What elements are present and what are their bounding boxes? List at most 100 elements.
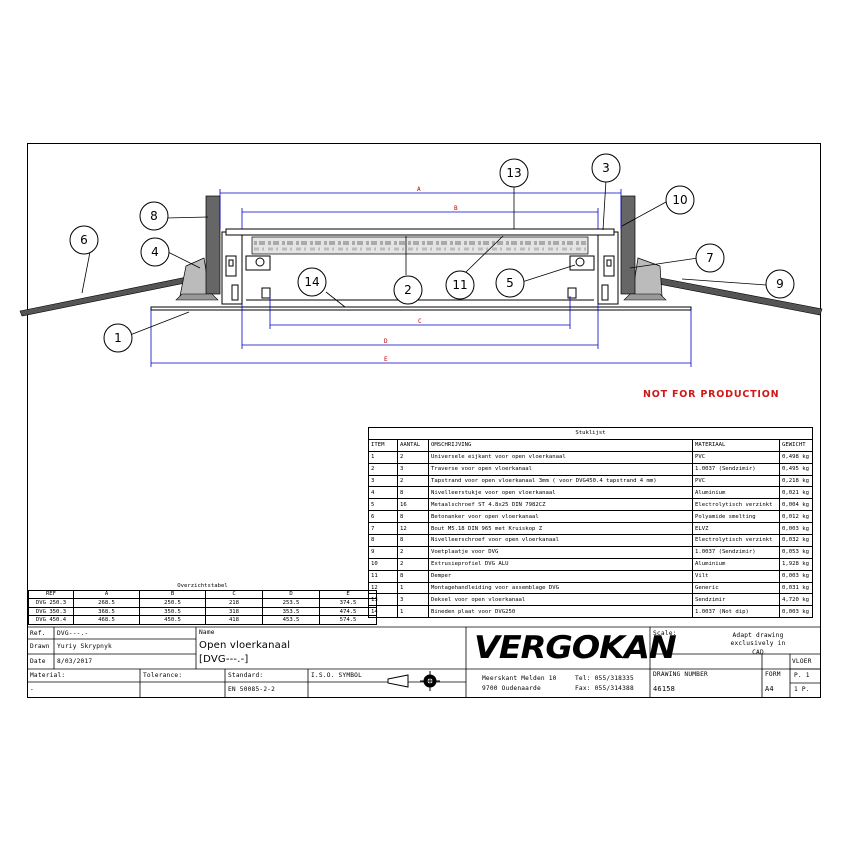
overview-cell: 453.5 [262,615,320,625]
bom-cell: PVC [692,450,780,464]
drawn-label: Drawn [30,643,50,650]
callout-10 [665,185,695,215]
bom-cell: 8 [397,510,429,524]
standard-label: Standard: [228,672,264,679]
post-left [205,195,221,295]
overview-cell: DVG 350.3 [28,606,74,617]
overview-header: REF A B C D E [28,589,377,600]
svg-text:3: 3 [602,161,610,175]
bom-cell: Tapstrand voor open vloerkanaal 3mm ( vo… [428,474,693,488]
scale-label: Scale: [653,630,677,637]
overview-cell: 368.5 [73,606,140,617]
bom-cell: Aluminium [692,557,780,571]
bom-cell: Generic [692,581,780,595]
callout-13 [499,158,529,188]
bom-cell: Extrusieprofiel DVG ALU [428,557,693,571]
dim-b: B [454,205,458,212]
overview-cell: 468.5 [73,615,140,625]
bom-cell: 1,928 kg [779,557,813,571]
bom-cell: 0,498 kg [779,450,813,464]
svg-text:9: 9 [776,277,784,291]
bom-cell: 3 [397,593,429,607]
bom-cell: Traverse voor open vloerkanaal [428,462,693,476]
bom-cell: 10 [368,557,398,571]
bom-cell: Electrolytisch verzinkt [692,498,780,512]
bom-cell: 12 [397,522,429,536]
foot-left [175,293,219,301]
bom-cell: Montagehandleiding voor assemblage DVG [428,581,693,595]
bom-cell: Aluminium [692,486,780,500]
bom-header: ITEM AANTAL OMSCHRIJVING MATERIAAL GEWIC… [368,438,813,452]
bom-cell: Universele eijkant voor open vloerkanaal [428,450,693,464]
bom-cell: 1 [368,450,398,464]
bom-cell: 8 [397,486,429,500]
bom-cell: 0,031 kg [779,581,813,595]
drawing-number-label: DRAWING NUMBER [653,671,708,678]
bom-cell: Nivelleerschroef voor open vloerkanaal [428,534,693,547]
page-number: P. 1 [794,672,810,679]
fax: Fax: 055/314388 [575,685,634,692]
bom-cell: 7 [368,522,398,536]
dim-d: D [384,338,388,345]
ref-value: DVG---.- [57,630,89,637]
dim-c: C [418,318,422,325]
bom-cell: 3 [368,474,398,488]
bom-cell: ELVZ [692,522,780,536]
svg-text:11: 11 [452,278,467,292]
bom-cell: 0,003 kg [779,522,813,536]
bom-cell: 2 [397,474,429,488]
bom-cell: Sendzimir [692,593,780,607]
drawing-name: Open vloerkanaal [199,640,291,651]
folder-label: VLOER [792,658,812,665]
svg-text:10: 10 [672,193,687,207]
address-line-2: 9700 Oudenaarde [482,685,541,692]
bom-title: Stuklijst [368,427,813,440]
bom-cell: 2 [397,450,429,464]
bom-cell: Vilt [692,569,780,583]
callout-1 [103,323,133,353]
iso-symbol-label: I.S.O. SYMBOL [311,672,363,679]
bom-cell: 0,003 kg [779,605,813,619]
bom-cell: 16 [397,498,429,512]
bom-cell: 1 [397,581,429,595]
overview-title: Overzichtstabel [28,582,377,591]
overview-cell: 318 [205,606,263,617]
telephone: Tel: 055/318335 [575,675,634,682]
iso-projection-symbol [387,671,440,691]
bom-cell: Demper [428,569,693,583]
bom-cell: 1.0037 (Sendzimir) [692,462,780,476]
bom-cell: 0,495 kg [779,462,813,476]
bom-cell: 0,004 kg [779,498,813,512]
bom-cell: 0,053 kg [779,545,813,559]
wedge-left [179,257,211,297]
bom-cell: Electrolytisch verzinkt [692,534,780,547]
overview-cell: 474.5 [319,606,377,617]
overview-cell: 374.5 [319,598,377,608]
overview-cell: 350.5 [139,606,206,617]
callout-7 [695,243,725,273]
company-logo: VERGOKAN [474,630,677,666]
svg-text:4: 4 [151,245,159,259]
bom-cell: Nivelleerstukje voor open vloerkanaal [428,486,693,500]
material-label: Material: [30,672,66,679]
overview-cell: 253.5 [262,598,320,608]
lid-infill [251,236,589,255]
bom-cell: Deksel voor open vloerkanaal [428,593,693,607]
overview-cell: 450.5 [139,615,206,625]
floor-line [150,306,692,311]
foot-right [623,293,667,301]
bom-cell: 0,218 kg [779,474,813,488]
bom-cell: 8 [368,534,398,547]
